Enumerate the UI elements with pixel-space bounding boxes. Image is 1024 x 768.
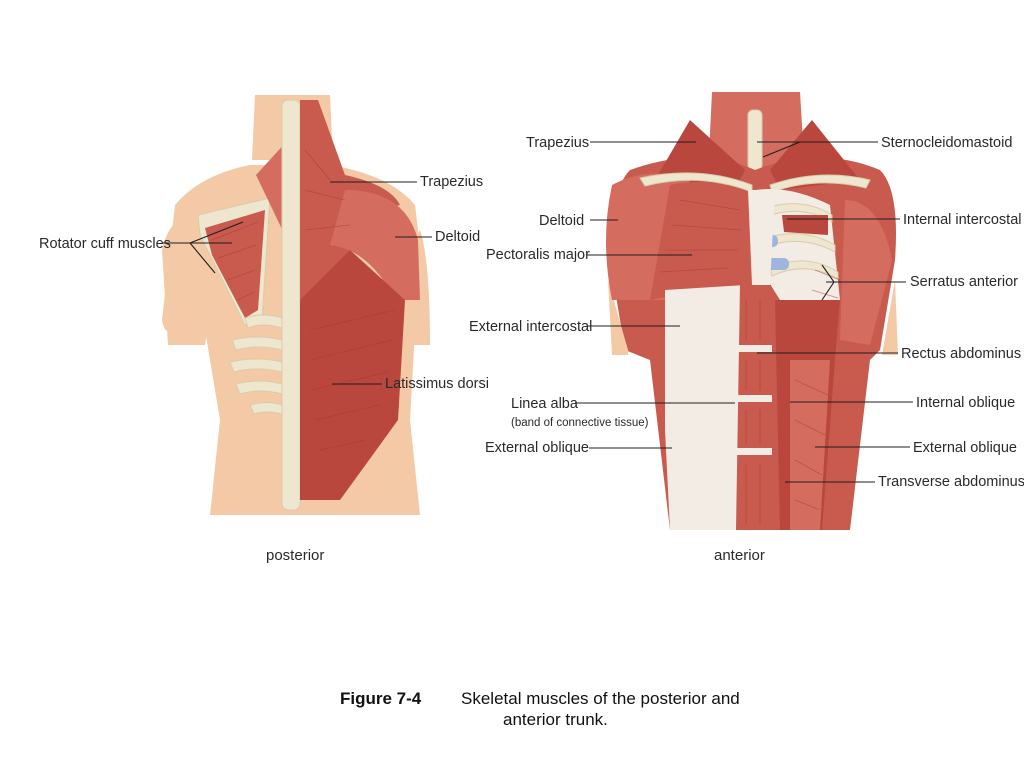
- label-serratus: Serratus anterior: [910, 274, 1018, 290]
- posterior-figure: [162, 95, 430, 515]
- label-anterior-trapezius: Trapezius: [526, 135, 589, 151]
- label-linea-alba-note: (band of connective tissue): [511, 417, 649, 429]
- caption-line-1: Skeletal muscles of the posterior and: [461, 689, 740, 708]
- label-linea-alba: Linea alba: [511, 396, 579, 412]
- caption-line-2: anterior trunk.: [503, 710, 608, 729]
- label-transverse: Transverse abdominus: [878, 474, 1024, 490]
- spine: [229, 99, 301, 511]
- label-rotator-cuff: Rotator cuff muscles: [39, 236, 171, 252]
- label-pectoralis: Pectoralis major: [486, 247, 590, 263]
- leader-rotator-cuff-3: [189, 242, 216, 274]
- label-posterior-deltoid: Deltoid: [435, 229, 480, 245]
- label-left-external-oblique: External oblique: [485, 440, 589, 456]
- label-posterior-trapezius: Trapezius: [420, 174, 483, 190]
- label-internal-intercostal: Internal intercostal: [903, 212, 1021, 228]
- view-label-anterior: anterior: [714, 547, 765, 564]
- leader-sternocleido-2: [762, 141, 801, 158]
- leader-serratus-bracket: [821, 264, 835, 301]
- label-internal-oblique: Internal oblique: [916, 395, 1015, 411]
- label-anterior-deltoid: Deltoid: [539, 213, 584, 229]
- label-sternocleido: Sternocleidomastoid: [881, 135, 1012, 151]
- anterior-figure: [606, 92, 898, 530]
- label-latissimus: Latissimus dorsi: [385, 376, 489, 392]
- label-external-intercostal: External intercostal: [469, 319, 592, 335]
- view-label-posterior: posterior: [266, 547, 324, 564]
- figure-caption: Figure 7-4 Skeletal muscles of the poster…: [340, 688, 810, 730]
- leader-rotator-cuff-2: [189, 221, 244, 244]
- label-right-external-oblique: External oblique: [913, 440, 1017, 456]
- label-rectus: Rectus abdominus: [901, 346, 1021, 362]
- figure-number: Figure 7-4: [340, 689, 422, 708]
